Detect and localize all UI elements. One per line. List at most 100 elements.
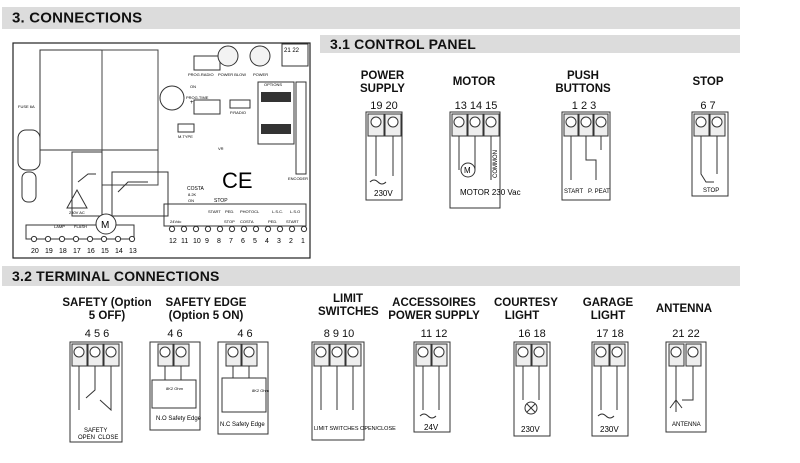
power-led bbox=[249, 45, 271, 67]
p-radio-label: P.RADIO bbox=[230, 110, 246, 115]
board-pin-screw bbox=[204, 225, 212, 233]
options-label: OPTIONS bbox=[264, 82, 282, 87]
caption-nc-edge: N.C Safety Edge bbox=[220, 422, 265, 428]
board-pin-number: 12 bbox=[169, 238, 177, 245]
board-pin-screw bbox=[100, 235, 108, 243]
garage-light-wiring: 230V bbox=[591, 341, 629, 437]
label-accessoires: ACCESSOIRES POWER SUPPLY bbox=[388, 297, 480, 322]
resistor-label-b: 8K2 Ohm bbox=[252, 388, 270, 393]
board-stop2-label: STOP bbox=[224, 219, 235, 224]
costa-value: 8.2K bbox=[188, 192, 197, 197]
label-antenna: ANTENNA bbox=[655, 303, 713, 315]
pins-accessoires: 11 12 bbox=[420, 328, 448, 340]
board-pin-number: 17 bbox=[73, 248, 81, 255]
relay-1 bbox=[71, 151, 103, 217]
board-pin-number: 6 bbox=[241, 238, 245, 245]
limit-switches-wiring: LIMIT SWITCHES OPEN/CLOSE bbox=[311, 341, 396, 441]
board-pin-number: 4 bbox=[265, 238, 269, 245]
encoder-label: ENCODER bbox=[288, 176, 308, 181]
board-pin-screw bbox=[240, 225, 248, 233]
power-supply-wiring: 230V bbox=[365, 111, 403, 201]
motor-m-symbol: M bbox=[464, 166, 471, 175]
board-pin-number: 18 bbox=[59, 248, 67, 255]
safety-wiring: SAFETY OPEN CLOSE bbox=[69, 341, 123, 443]
on-label: ON bbox=[190, 84, 196, 89]
caption-24v: 24V bbox=[424, 423, 439, 432]
options-dip-block[interactable] bbox=[257, 81, 295, 145]
vr-label: VR bbox=[218, 146, 224, 151]
prog-radio-button[interactable] bbox=[193, 55, 221, 71]
label-safety: SAFETY (Option 5 OFF) bbox=[62, 297, 152, 322]
safety-edge-nc: 8K2 Ohm N.C Safety Edge bbox=[217, 341, 270, 435]
prog-radio-label: PROG.RADIO bbox=[188, 72, 214, 77]
fuse-holder bbox=[17, 129, 41, 171]
caption-courtesy-230v: 230V bbox=[521, 425, 540, 434]
caption-ppeat: P. PEAT bbox=[588, 189, 610, 195]
board-pin-number: 8 bbox=[217, 238, 221, 245]
board-pin-number: 13 bbox=[129, 248, 137, 255]
courtesy-light-wiring: 230V bbox=[513, 341, 551, 437]
label-push-buttons: PUSH BUTTONS bbox=[555, 70, 611, 95]
board-pin-number: 1 bbox=[301, 238, 305, 245]
svg-text:+: + bbox=[190, 100, 194, 106]
caption-no-edge: N.O Safety Edge bbox=[156, 416, 202, 422]
board-pin-screw bbox=[44, 235, 52, 243]
board-ped-label: PED. bbox=[225, 209, 234, 214]
caption-safety-open: OPEN bbox=[78, 435, 95, 441]
p-radio-jumper[interactable] bbox=[229, 99, 251, 109]
caption-limit: LIMIT SWITCHES OPEN/CLOSE bbox=[314, 426, 396, 432]
board-pin-screw bbox=[216, 225, 224, 233]
pins-safety-edge-b: 4 6 bbox=[237, 328, 253, 340]
board-pin-number: 3 bbox=[277, 238, 281, 245]
caption-safety: SAFETY bbox=[84, 428, 107, 434]
board-pin-number: 9 bbox=[205, 238, 209, 245]
pins-safety: 4 5 6 bbox=[84, 328, 110, 340]
caption-stop: STOP bbox=[703, 188, 719, 194]
board-pin-number: 2 bbox=[289, 238, 293, 245]
board-pin-number: 11 bbox=[181, 238, 188, 245]
section-title-terminal: 3.2 TERMINAL CONNECTIONS bbox=[12, 268, 220, 284]
m-type-jumper[interactable] bbox=[177, 123, 195, 133]
push-buttons-wiring: START P. PEAT bbox=[561, 111, 611, 201]
antenna-icon bbox=[669, 399, 683, 412]
label-motor: MOTOR bbox=[452, 76, 496, 88]
pins-antenna: 21 22 bbox=[672, 328, 700, 340]
prog-time-label: PROG.TIME bbox=[186, 95, 209, 100]
power-label: POWER bbox=[253, 72, 268, 77]
pins-garage: 17 18 bbox=[596, 328, 624, 340]
board-pin-screw bbox=[58, 235, 66, 243]
board-pin-number: 10 bbox=[193, 238, 201, 245]
section-bar-control-panel: 3.1 CONTROL PANEL bbox=[320, 35, 740, 53]
flash-label: FLASH bbox=[74, 224, 87, 229]
board-stop-label: STOP bbox=[214, 198, 228, 204]
label-stop: STOP bbox=[692, 76, 724, 88]
board-pin-number: 14 bbox=[115, 248, 123, 255]
pins-limit: 8 9 10 bbox=[323, 328, 355, 340]
board-pin-number: 20 bbox=[31, 248, 39, 255]
board-ped2-label: PED. bbox=[268, 219, 277, 224]
fuse-label: FUSE 6A bbox=[18, 104, 35, 109]
board-pin-screw bbox=[72, 235, 80, 243]
control-board: FUSE 6A PROG.RADIO POWER BLOW POWER 2 1 2… bbox=[12, 42, 311, 259]
section-title-connections: 3. CONNECTIONS bbox=[12, 9, 143, 27]
pins-stop: 6 7 bbox=[700, 100, 716, 112]
board-pin-screw bbox=[228, 225, 236, 233]
prog-time-button[interactable] bbox=[193, 99, 221, 115]
hazard-icon bbox=[66, 188, 88, 209]
caption-antenna: ANTENNA bbox=[672, 422, 701, 428]
pins-push-buttons: 1 2 3 bbox=[571, 100, 597, 112]
board-pin-screw bbox=[114, 235, 122, 243]
board-pin-number: 16 bbox=[87, 248, 95, 255]
board-pin-screw bbox=[276, 225, 284, 233]
m-type-label: M.TYPE bbox=[178, 134, 193, 139]
motor-symbol bbox=[95, 213, 117, 235]
relay-2 bbox=[111, 171, 169, 217]
costa-on-label: ON bbox=[188, 198, 194, 203]
power-blow-label: POWER BLOW bbox=[218, 72, 246, 77]
ce-mark: CE bbox=[222, 168, 253, 193]
v230-label: 230V AC bbox=[69, 210, 85, 215]
stop-wiring: STOP bbox=[691, 111, 729, 197]
lamp-label: LAMP bbox=[54, 224, 65, 229]
